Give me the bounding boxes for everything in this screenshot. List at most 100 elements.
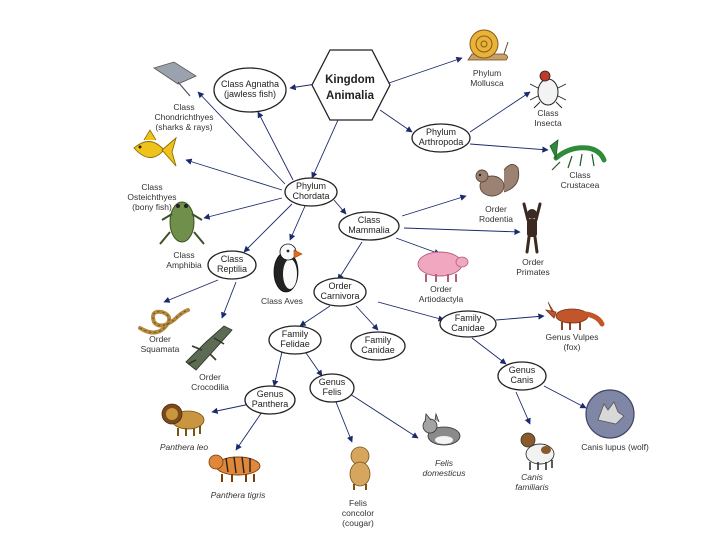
svg-text:Phylum: Phylum bbox=[296, 181, 326, 191]
edge-chordata-chondrichthyes bbox=[197, 91, 286, 185]
edge-canidae-canis bbox=[471, 337, 507, 365]
svg-text:Chordata: Chordata bbox=[292, 191, 329, 201]
label-tigris: Panthera tigris bbox=[211, 490, 267, 500]
svg-text:Arthropoda: Arthropoda bbox=[419, 137, 464, 147]
label-concolor-3: (cougar) bbox=[342, 518, 374, 528]
edge-mammalia-primates bbox=[403, 227, 521, 235]
svg-text:Family: Family bbox=[282, 329, 309, 339]
kingdom-node: Kingdom Animalia bbox=[311, 49, 391, 121]
svg-text:Family: Family bbox=[365, 335, 392, 345]
tiger-icon bbox=[208, 454, 261, 482]
node-carnivora: Order Carnivora bbox=[313, 277, 367, 307]
edge-reptilia-squamata bbox=[163, 279, 219, 303]
kingdom-line1: Kingdom bbox=[325, 74, 375, 86]
svg-text:Class Agnatha: Class Agnatha bbox=[221, 79, 279, 89]
edge-arthropoda-insecta bbox=[469, 91, 531, 133]
edge-kingdom-mollusca bbox=[385, 56, 463, 85]
label-concolor-2: concolor bbox=[342, 508, 374, 518]
svg-text:Order: Order bbox=[328, 281, 351, 291]
label-insecta-1: Class bbox=[537, 108, 558, 118]
svg-text:Reptilia: Reptilia bbox=[217, 264, 247, 274]
node-felis: Genus Felis bbox=[309, 373, 355, 403]
label-osteichthyes-1: Class bbox=[141, 182, 162, 192]
snake-icon bbox=[138, 308, 190, 335]
label-chondrichthyes-2: Chondrichthyes bbox=[154, 112, 213, 122]
svg-text:Felis: Felis bbox=[322, 387, 342, 397]
label-domesticus-1: Felis bbox=[435, 458, 454, 468]
terrier-icon bbox=[520, 432, 555, 470]
frog-icon bbox=[159, 201, 205, 245]
label-osteichthyes-3: (bony fish) bbox=[132, 202, 172, 212]
edge-felis-domesticus bbox=[349, 393, 419, 439]
edge-chordata-amphibia bbox=[203, 197, 283, 220]
edge-canidae-vulpes bbox=[495, 313, 545, 321]
edge-carnivora-canidae-fam bbox=[355, 305, 379, 331]
edge-kingdom-arthropoda bbox=[379, 109, 413, 133]
svg-text:(jawless fish): (jawless fish) bbox=[224, 89, 276, 99]
edge-chordata-agnatha bbox=[257, 111, 294, 181]
svg-text:Family: Family bbox=[455, 313, 482, 323]
label-crocodilia-2: Crocodilia bbox=[191, 382, 229, 392]
edge-felidae-felis bbox=[303, 349, 323, 377]
label-rodentia-2: Rodentia bbox=[479, 214, 513, 224]
label-chondrichthyes-3: (sharks & rays) bbox=[155, 122, 212, 132]
edge-carnivora-felidae bbox=[299, 305, 331, 327]
node-reptilia: Class Reptilia bbox=[207, 250, 257, 280]
svg-text:Genus: Genus bbox=[509, 365, 536, 375]
svg-text:Canis: Canis bbox=[510, 375, 534, 385]
edge-arthropoda-crustacea bbox=[469, 143, 549, 153]
label-mollusca-1: Phylum bbox=[473, 68, 501, 78]
node-canidae: Family Canidae bbox=[439, 310, 497, 338]
edge-felis-concolor bbox=[335, 401, 353, 443]
label-concolor-1: Felis bbox=[349, 498, 367, 508]
edges bbox=[163, 56, 587, 451]
label-leo: Panthera leo bbox=[160, 442, 208, 452]
edge-chordata-mammalia bbox=[333, 199, 347, 215]
kingdom-line2: Animalia bbox=[326, 90, 375, 102]
svg-text:Felidae: Felidae bbox=[280, 339, 310, 349]
svg-text:Mammalia: Mammalia bbox=[348, 225, 390, 235]
node-canidae-family: Family Canidae bbox=[350, 331, 406, 361]
edge-panthera-leo bbox=[211, 403, 251, 414]
snail-icon bbox=[467, 29, 509, 61]
node-agnatha: Class Agnatha (jawless fish) bbox=[213, 67, 287, 113]
edge-chordata-reptilia bbox=[243, 203, 293, 253]
label-chondrichthyes-1: Class bbox=[173, 102, 194, 112]
edge-mammalia-rodentia bbox=[401, 194, 467, 217]
crocodile-icon bbox=[185, 325, 233, 371]
labels: Phylum Mollusca Class Insecta Class Crus… bbox=[127, 68, 649, 528]
edge-panthera-tigris bbox=[235, 411, 263, 451]
puffin-icon bbox=[273, 243, 303, 293]
node-arthropoda: Phylum Arthropoda bbox=[411, 123, 471, 153]
label-familiaris-1: Canis bbox=[521, 472, 543, 482]
label-rodentia-1: Order bbox=[485, 204, 507, 214]
label-vulpes-1: Genus Vulpes bbox=[545, 332, 598, 342]
node-chordata: Phylum Chordata bbox=[284, 177, 338, 207]
label-domesticus-2: domesticus bbox=[423, 468, 467, 478]
lion-cub-icon bbox=[349, 446, 371, 490]
label-familiaris-2: familiaris bbox=[515, 482, 549, 492]
label-osteichthyes-2: Osteichthyes bbox=[127, 192, 176, 202]
squirrel-icon bbox=[475, 164, 520, 197]
svg-text:Class: Class bbox=[221, 254, 244, 264]
label-amphibia-2: Amphibia bbox=[166, 260, 202, 270]
svg-text:Class: Class bbox=[358, 215, 381, 225]
edge-chordata-aves bbox=[289, 205, 306, 241]
label-mollusca-2: Mollusca bbox=[470, 78, 504, 88]
label-artiodactyla-2: Artiodactyla bbox=[419, 294, 464, 304]
label-aves: Class Aves bbox=[261, 296, 303, 306]
label-squamata-1: Order bbox=[149, 334, 171, 344]
label-squamata-2: Squamata bbox=[141, 344, 180, 354]
lion-icon bbox=[161, 403, 205, 436]
edge-canis-lupus bbox=[543, 385, 587, 409]
label-primates-1: Order bbox=[522, 257, 544, 267]
label-crocodilia-1: Order bbox=[199, 372, 221, 382]
wolf-icon bbox=[585, 389, 635, 439]
label-amphibia-1: Class bbox=[173, 250, 194, 260]
goldfish-icon bbox=[133, 129, 177, 167]
label-crustacea-1: Class bbox=[569, 170, 590, 180]
edge-carnivora-canidae bbox=[377, 301, 445, 322]
label-crustacea-2: Crustacea bbox=[561, 180, 600, 190]
svg-text:Canidae: Canidae bbox=[361, 345, 395, 355]
edge-reptilia-crocodilia bbox=[221, 281, 237, 319]
